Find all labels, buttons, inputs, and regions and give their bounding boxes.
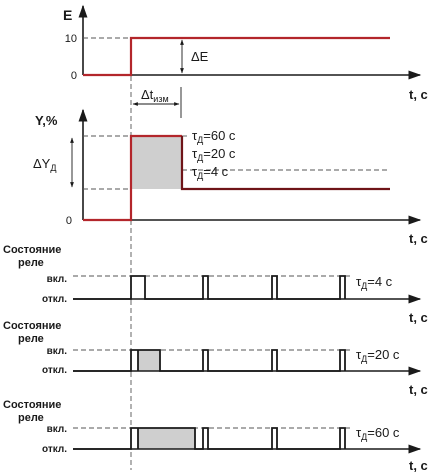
y-tick-0: 0 <box>66 215 72 227</box>
relay-panel-20s: Состояние реле вкл. откл. τД=20 с t, с <box>3 320 428 397</box>
relay-title-line1: Состояние <box>3 399 61 411</box>
e-tick-0: 0 <box>71 70 77 82</box>
dt-measure-label: Δtизм <box>141 87 169 104</box>
panel-e: E 10 0 ΔE t, с <box>63 4 428 102</box>
relay-on-label: вкл. <box>47 424 68 435</box>
relay-tau-label: τД=4 с <box>356 274 393 291</box>
y-x-label: t, с <box>409 231 428 246</box>
e-tick-10: 10 <box>65 33 77 45</box>
e-x-label: t, с <box>409 87 428 102</box>
relay-on-label: вкл. <box>47 346 68 357</box>
relay-x-label: t, с <box>409 382 428 397</box>
y-signal-fall <box>180 136 390 191</box>
e-step-signal <box>83 36 390 77</box>
relay-x-label: t, с <box>409 310 428 325</box>
relay-shaded-region <box>138 428 195 449</box>
relay-shaded-region <box>138 350 160 371</box>
e-axis-label: E <box>63 7 72 23</box>
relay-panel-4s: Состояние реле вкл. откл. τД=4 с t, с <box>3 244 428 325</box>
relay-signal <box>73 275 346 300</box>
tau-label-20: τД=20 с <box>192 146 236 163</box>
delta-e-label: ΔE <box>191 49 209 64</box>
relay-title-line2: реле <box>18 412 44 424</box>
y-axis-label: Y,% <box>35 113 58 128</box>
y-shaded-region <box>132 136 182 189</box>
relay-x-label: t, с <box>409 458 428 473</box>
relay-title-line1: Состояние <box>3 244 61 256</box>
relay-title-line2: реле <box>18 333 44 345</box>
relay-signal <box>73 349 346 372</box>
tau-label-60: τД=60 с <box>192 128 236 145</box>
relay-tau-label: τД=20 с <box>356 347 400 364</box>
relay-title-line2: реле <box>18 257 44 269</box>
relay-title-line1: Состояние <box>3 320 61 332</box>
panel-y: Y,% 0 Δtизм ΔYД τД=60 с τД=20 с τД=4 с t… <box>33 87 428 246</box>
tau-label-4: τД=4 с <box>192 164 229 181</box>
relay-signal <box>73 427 346 450</box>
relay-panel-60s: Состояние реле вкл. откл. τД=60 с t, с <box>3 399 428 473</box>
relay-off-label: откл. <box>42 294 67 305</box>
delta-y-label: ΔYД <box>33 156 56 173</box>
relay-tau-label: τД=60 с <box>356 425 400 442</box>
relay-on-label: вкл. <box>47 274 68 285</box>
relay-off-label: откл. <box>42 365 67 376</box>
relay-off-label: откл. <box>42 444 67 455</box>
y-signal-rise <box>83 134 182 222</box>
